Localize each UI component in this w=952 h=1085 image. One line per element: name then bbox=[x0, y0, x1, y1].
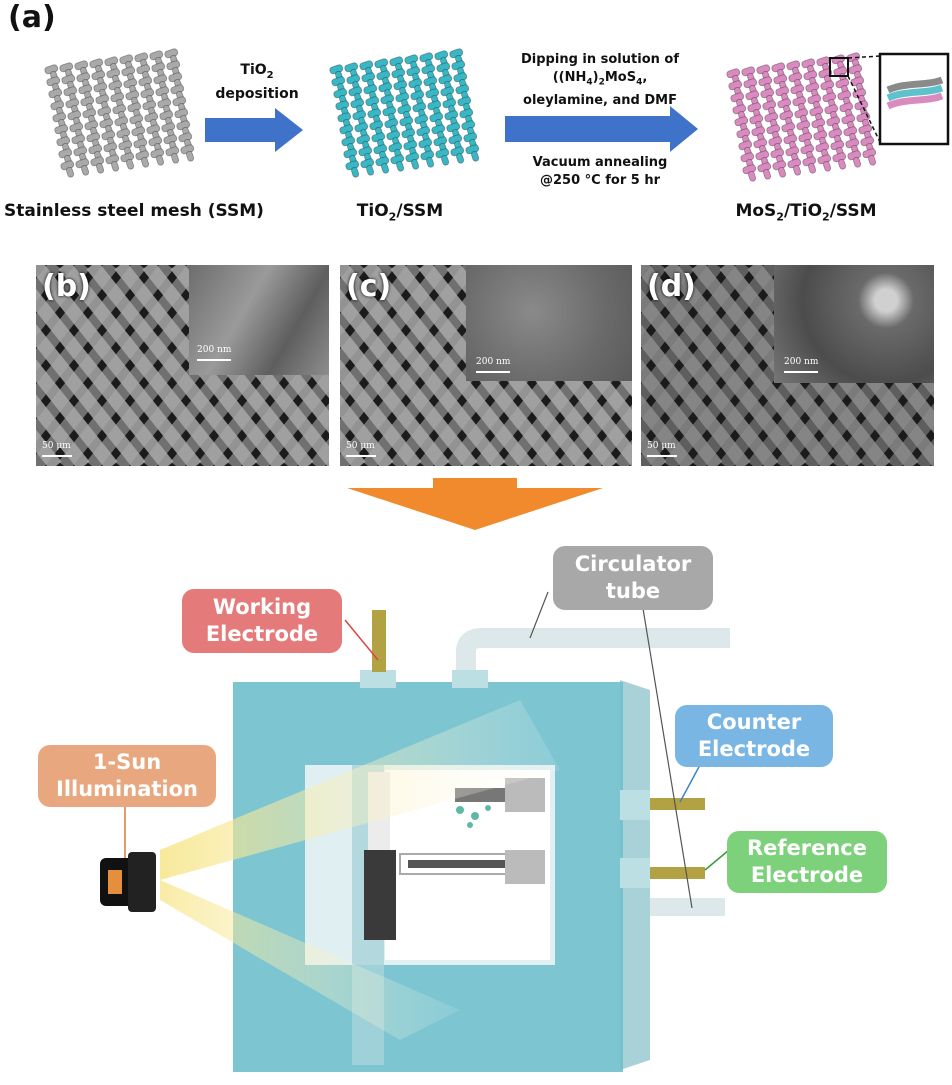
sem-image-c: 200 nm (c) 50 μm bbox=[340, 265, 632, 466]
zoom-inset bbox=[829, 52, 950, 146]
main-scale-c: 50 μm bbox=[346, 441, 375, 451]
annealing-step-label: Vacuum annealing @250 °C for 5 hr bbox=[532, 155, 668, 188]
deposition-arrow bbox=[205, 108, 303, 152]
panel-label-a: (a) bbox=[8, 0, 56, 35]
mos2-mesh-illustration bbox=[726, 52, 877, 182]
down-arrow bbox=[347, 478, 603, 530]
tio2-mesh-illustration bbox=[329, 48, 480, 178]
deposition-arrow-label: TiO2 deposition bbox=[215, 62, 299, 102]
working-electrode-mesh bbox=[364, 850, 396, 940]
tio2-ssm-caption: TiO2/SSM bbox=[356, 201, 444, 224]
main-scale-b: 50 μm bbox=[42, 441, 71, 451]
main-scale-d: 50 μm bbox=[647, 441, 676, 451]
inset-scale-d: 200 nm bbox=[784, 357, 819, 367]
sem-image-b: 200 nm (b) 50 μm bbox=[36, 265, 329, 466]
inset-scale-c: 200 nm bbox=[476, 357, 511, 367]
dipping-step-label: Dipping in solution of ((NH4)2MoS4, oley… bbox=[521, 52, 679, 108]
ssm-caption: Stainless steel mesh (SSM) bbox=[4, 201, 264, 221]
lamp-icon bbox=[100, 852, 156, 912]
sem-label-b: (b) bbox=[42, 269, 91, 304]
sem-label-c: (c) bbox=[346, 269, 392, 304]
ssm-mesh-illustration bbox=[44, 48, 195, 178]
sem-label-d: (d) bbox=[647, 269, 696, 304]
inset-scale-b: 200 nm bbox=[197, 345, 232, 355]
photoelectrochemical-cell bbox=[100, 589, 736, 1072]
dipping-arrow bbox=[505, 106, 698, 152]
sem-image-d: 200 nm (d) 50 μm bbox=[641, 265, 934, 466]
mos2-caption: MoS2/TiO2/SSM bbox=[735, 201, 877, 224]
